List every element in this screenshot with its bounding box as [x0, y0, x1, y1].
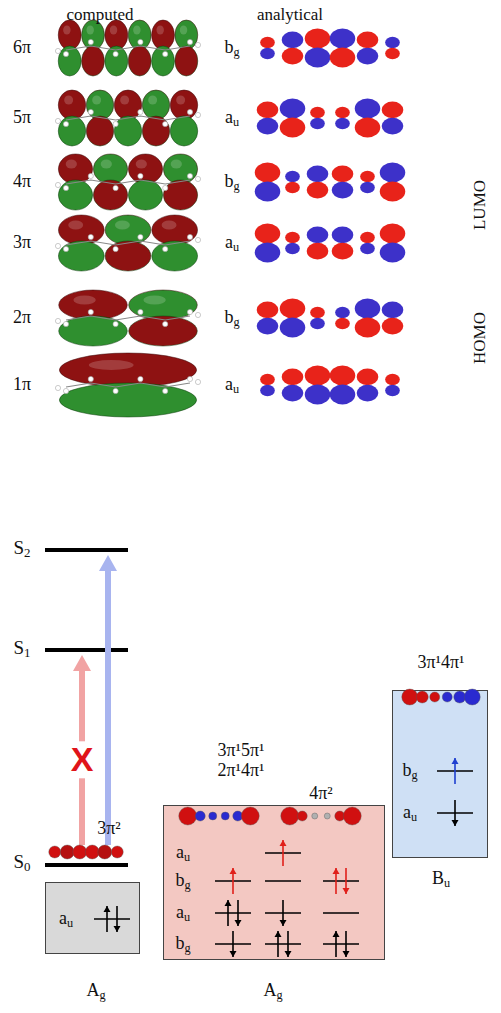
orbital-name: 2π	[13, 308, 31, 328]
symmetry-label: au	[59, 909, 73, 929]
energy-level	[45, 863, 128, 867]
computed-orbital	[55, 215, 200, 271]
column-heading: computed	[66, 6, 133, 25]
ag-excited-box: 3π¹5π¹ 2π¹4π¹4π²aubgaubgAg	[163, 805, 385, 960]
spin-head	[230, 951, 237, 957]
frontier-label: HOMO	[471, 312, 490, 364]
computed-orbital	[55, 154, 200, 210]
computed-orbital	[55, 353, 200, 417]
symmetry-label: au	[176, 903, 190, 923]
analytical-orbital	[260, 365, 400, 404]
symmetry-label: au	[403, 803, 417, 823]
symmetry-label: au	[225, 108, 239, 128]
orbital-density	[179, 807, 260, 825]
orbital-name: 4π	[13, 172, 31, 192]
arrow-head	[73, 655, 91, 671]
orbital-name: 6π	[13, 38, 31, 58]
orbital-level	[323, 912, 359, 914]
orbital-level	[323, 943, 359, 945]
spin-head	[104, 906, 111, 912]
electron-configuration	[164, 806, 386, 961]
excitation-arrow	[105, 569, 111, 845]
spin-head	[275, 931, 282, 937]
spin-head	[225, 900, 232, 906]
spin-head	[280, 920, 287, 926]
symmetry-label: au	[176, 843, 190, 863]
spin-head	[230, 868, 237, 874]
frontier-label: LUMO	[471, 180, 490, 230]
analytical-orbital	[260, 28, 400, 67]
symmetry-label: bg	[224, 172, 239, 192]
spin-head	[333, 868, 340, 874]
computed-orbital	[55, 90, 200, 146]
symmetry-label: Ag	[86, 981, 105, 1001]
orbital-level	[265, 943, 301, 945]
analytical-orbital	[255, 162, 405, 201]
arrow-head	[99, 555, 117, 571]
symmetry-label: bg	[175, 871, 190, 891]
spin-head	[343, 888, 350, 894]
orbital-level	[215, 912, 251, 914]
spin-head	[285, 951, 292, 957]
orbital-level	[94, 918, 130, 920]
analytical-orbital	[255, 223, 405, 262]
configuration-label: 3π²	[97, 819, 120, 839]
analytical-orbital	[257, 298, 404, 337]
state-label: S0	[13, 852, 30, 873]
energy-level	[45, 648, 128, 652]
symmetry-label: au	[225, 233, 239, 253]
spin-head	[333, 931, 340, 937]
state-label: S1	[13, 638, 30, 659]
orbital-density	[402, 689, 481, 705]
symmetry-label: bg	[224, 308, 239, 328]
symmetry-label: Ag	[263, 981, 282, 1001]
spin-head	[343, 951, 350, 957]
symmetry-label: bg	[402, 761, 417, 781]
column-heading: analytical	[257, 6, 323, 25]
forbidden-mark: X	[71, 741, 94, 778]
spin-head	[280, 840, 287, 846]
spin-head	[452, 820, 459, 826]
orbital-density	[49, 845, 124, 859]
spin-head	[235, 920, 242, 926]
state-label: S2	[13, 538, 30, 559]
computed-orbital	[55, 290, 200, 346]
orbital-name: 1π	[13, 375, 31, 395]
symmetry-label: bg	[175, 934, 190, 954]
analytical-orbital	[257, 98, 404, 137]
ground-state-box: 3π²auAg	[45, 882, 140, 954]
configuration-label: 4π²	[309, 784, 332, 804]
orbital-level	[323, 880, 359, 882]
spin-head	[114, 926, 121, 932]
orbital-density	[281, 807, 362, 825]
symmetry-label: au	[225, 375, 239, 395]
configuration-label: 3π¹4π¹	[418, 653, 465, 673]
orbital-name: 5π	[13, 108, 31, 128]
spin-head	[452, 758, 459, 764]
bu-excited-box: 3π¹4π¹bgauBu	[392, 690, 488, 858]
energy-level	[45, 548, 128, 552]
symmetry-label: bg	[224, 38, 239, 58]
orbital-name: 3π	[13, 233, 31, 253]
configuration-label: 3π¹5π¹ 2π¹4π¹	[209, 741, 273, 781]
orbital-level	[265, 880, 301, 882]
symmetry-label: Bu	[432, 869, 450, 889]
computed-orbital	[55, 20, 200, 76]
